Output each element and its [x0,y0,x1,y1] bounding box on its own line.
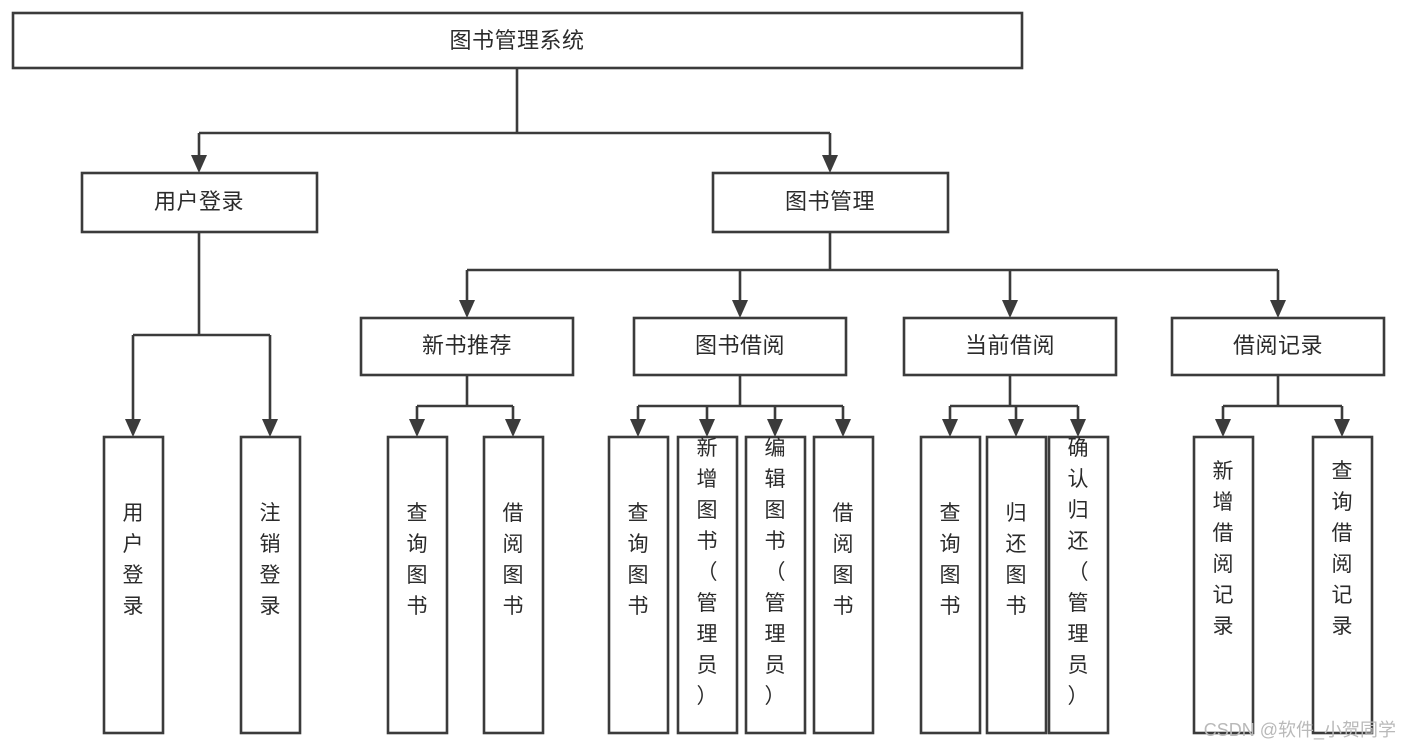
node-leaf-box[interactable] [607,435,670,735]
arrow-head-current-borrow [1002,300,1018,318]
arrow-head-bookborrow-leaf-4 [835,419,851,437]
node-leaf-book-borrow-1[interactable]: 查询图书 [607,435,670,735]
watermark-label: CSDN @软件_小贺同学 [1204,720,1396,741]
node-leaf-label: 查询借阅记录 [1332,460,1353,638]
node-leaf-book-borrow-3[interactable]: 编辑图书（管理员） [744,435,807,735]
arrow-head-borrowrecord-leaf-1 [1215,419,1231,437]
node-leaf-label: 查询图书 [407,502,428,618]
arrow-head-newbook-leaf-2 [505,419,521,437]
arrow-head-borrowrecord-leaf-2 [1334,419,1350,437]
arrow-head-bookborrow-leaf-1 [630,419,646,437]
node-leaf-label: 新增借阅记录 [1213,460,1234,638]
node-leaf-user-login-1[interactable]: 用户登录 [102,435,165,735]
node-book-borrow[interactable]: 图书借阅 [632,316,848,377]
node-book-borrow-box[interactable] [632,316,848,377]
node-borrow-record-box[interactable] [1170,316,1386,377]
node-new-book-recommend[interactable]: 新书推荐 [359,316,575,377]
node-leaf-box[interactable] [1047,435,1110,735]
node-current-borrow-label: 当前借阅 [965,333,1055,358]
node-leaf-label: 查询图书 [628,502,649,618]
node-leaf-box[interactable] [1192,435,1255,735]
node-leaf-new-book-1[interactable]: 查询图书 [386,435,449,735]
node-leaf-user-login-2[interactable]: 注销登录 [239,435,302,735]
node-root-label: 图书管理系统 [449,28,584,53]
node-leaf-box[interactable] [985,435,1048,735]
node-book-manage-label: 图书管理 [785,189,875,214]
node-leaf-label: 归还图书 [1006,502,1027,618]
connector-layer [125,68,1350,437]
node-user-login-label: 用户登录 [154,189,244,214]
node-root-box[interactable] [11,11,1024,70]
arrow-head-userlogin-leaf-1 [125,419,141,437]
node-book-manage-box[interactable] [711,171,950,234]
node-leaf-box[interactable] [744,435,807,735]
node-leaf-borrow-record-1[interactable]: 新增借阅记录 [1192,435,1255,735]
arrow-head-bookborrow-leaf-2 [699,419,715,437]
arrow-head-userlogin-leaf-2 [262,419,278,437]
arrow-head-new-book [459,300,475,318]
arrow-head-book-manage [822,155,838,173]
node-book-borrow-label: 图书借阅 [695,333,785,358]
arrow-head-currentborrow-leaf-3 [1070,419,1086,437]
node-leaf-box[interactable] [1311,435,1374,735]
node-leaf-box[interactable] [102,435,165,735]
node-leaf-box[interactable] [239,435,302,735]
node-leaf-borrow-record-2[interactable]: 查询借阅记录 [1311,435,1374,735]
arrow-head-bookborrow-leaf-3 [767,419,783,437]
node-leaf-label: 编辑图书（管理员） [765,437,786,708]
node-leaf-label: 确认归还（管理员） [1068,437,1089,708]
node-book-manage[interactable]: 图书管理 [711,171,950,234]
node-leaf-box[interactable] [482,435,545,735]
node-leaf-box[interactable] [386,435,449,735]
node-root[interactable]: 图书管理系统 [11,11,1024,70]
node-new-book-recommend-label: 新书推荐 [422,333,512,358]
node-leaf-current-borrow-2[interactable]: 归还图书 [985,435,1048,735]
node-leaf-label: 注销登录 [260,502,281,618]
arrow-head-book-borrow [732,300,748,318]
node-leaf-label: 新增图书（管理员） [697,437,718,708]
node-leaf-box[interactable] [676,435,739,735]
node-leaf-book-borrow-2[interactable]: 新增图书（管理员） [676,435,739,735]
node-user-login-box[interactable] [80,171,319,234]
node-leaf-box[interactable] [812,435,875,735]
node-leaf-label: 用户登录 [123,502,144,618]
node-leaf-current-borrow-3[interactable]: 确认归还（管理员） [1047,435,1110,735]
node-leaf-label: 借阅图书 [503,502,524,618]
node-user-login[interactable]: 用户登录 [80,171,319,234]
node-leaf-current-borrow-1[interactable]: 查询图书 [919,435,982,735]
node-borrow-record[interactable]: 借阅记录 [1170,316,1386,377]
node-borrow-record-label: 借阅记录 [1233,333,1323,358]
arrow-head-currentborrow-leaf-2 [1008,419,1024,437]
arrow-head-user-login [191,155,207,173]
node-current-borrow-box[interactable] [902,316,1118,377]
node-current-borrow[interactable]: 当前借阅 [902,316,1118,377]
node-leaf-label: 借阅图书 [833,502,854,618]
arrow-head-newbook-leaf-1 [409,419,425,437]
node-new-book-recommend-box[interactable] [359,316,575,377]
node-leaf-label: 查询图书 [940,502,961,618]
node-leaf-new-book-2[interactable]: 借阅图书 [482,435,545,735]
arrow-head-borrow-record [1270,300,1286,318]
arrow-head-currentborrow-leaf-1 [942,419,958,437]
node-leaf-book-borrow-4[interactable]: 借阅图书 [812,435,875,735]
node-leaf-box[interactable] [919,435,982,735]
